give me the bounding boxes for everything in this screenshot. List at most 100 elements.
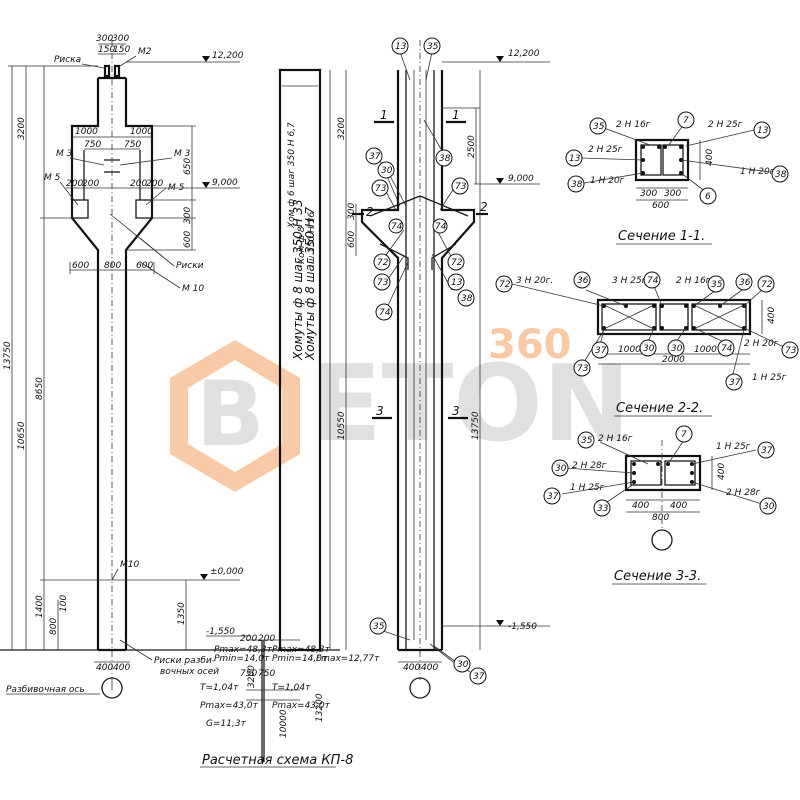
elev-bottom-mid: -1,550	[508, 622, 537, 632]
sec3-label-2n16: 2 Н 16г	[598, 434, 633, 444]
sec2-title: Сечение 2-2.	[616, 401, 703, 416]
bubble: 37	[365, 147, 383, 165]
dim-top-300a: 300	[96, 34, 113, 44]
bubble: 74	[432, 218, 448, 234]
axis-bubble-section-3	[651, 529, 673, 551]
dim-2500: 2500	[467, 135, 477, 158]
bubble: 37	[591, 341, 609, 359]
svg-text:30: 30	[763, 502, 775, 512]
label-m5-left: М 5	[44, 173, 61, 183]
calc-elev: -1,550	[206, 627, 235, 637]
section-3: 2 Н 16г 1 Н 25г 2 Н 28г 1 Н 25г 2 Н 28г …	[543, 425, 777, 585]
svg-text:35: 35	[427, 42, 439, 52]
sec1-label-2n25-right: 2 Н 25г	[708, 120, 743, 130]
sec2-label-2n16: 2 Н 16г.	[676, 276, 713, 286]
svg-text:74: 74	[647, 276, 659, 286]
dim-1000-left: 1000	[75, 127, 98, 137]
elevation-left: 300 300 150 150 Риска М2 12,200 13750 32…	[0, 34, 340, 699]
sec3-dim-400b: 400	[670, 501, 687, 511]
sec1-label-2n16: 2 Н 16г	[616, 120, 651, 130]
bubble: 74	[643, 271, 661, 289]
bubble: 72	[447, 253, 465, 271]
sec3-label-2n28-left: 2 Н 28г	[572, 461, 607, 471]
bubble: 74	[375, 303, 393, 321]
dim-400-mid-right: 400	[421, 663, 438, 673]
bubble: 36	[735, 273, 753, 291]
bubble: 35	[577, 431, 595, 449]
column-outline-right	[124, 78, 154, 650]
sec3-label-2n28-right: 2 Н 28г	[726, 488, 761, 498]
dim-1000-right: 1000	[130, 127, 153, 137]
bubble: 30	[551, 459, 569, 477]
elev-console-mid: 9,000	[508, 174, 534, 184]
bubble: 7	[677, 111, 695, 129]
label-m10-top: М 10	[182, 284, 204, 294]
label-stirrups-top3: ш.150 Н 36	[307, 212, 317, 264]
calc-p1: Pmax=48,3т	[214, 645, 273, 655]
sec1-dim-600: 600	[652, 201, 669, 211]
elevation-mid: Хомуты ф 8 шаг 350 Н 33 Хомуты ф 8 шаг 3…	[278, 68, 347, 652]
svg-text:13: 13	[569, 154, 581, 164]
svg-text:35: 35	[593, 122, 605, 132]
label-riska: Риска	[54, 55, 81, 65]
bubble: 35	[423, 37, 441, 55]
svg-text:35: 35	[373, 622, 385, 632]
bubble: 72	[495, 275, 513, 293]
bubble: 13	[391, 37, 409, 55]
sec2-dim-1000a: 1000	[618, 345, 641, 355]
label-riski: Риски	[176, 261, 204, 271]
calc-g: G=11,3т	[206, 719, 247, 729]
axis-bubble-left	[101, 677, 123, 699]
svg-text:38: 38	[775, 170, 787, 180]
label-stirrups-main2: Хомуты ф 8 шаг 350 Н 7	[303, 206, 317, 361]
label-riski-razb: Риски разби-	[154, 656, 215, 666]
svg-text:30: 30	[555, 464, 567, 474]
sec1-dim-300b: 300	[664, 189, 681, 199]
bubble: 74	[388, 218, 404, 234]
bubble: 38	[435, 149, 453, 167]
calc-dim-750a: 750	[240, 669, 257, 679]
dim-400-bottom-right: 400	[113, 663, 130, 673]
dim-200d: 200	[146, 179, 163, 189]
calc-pmax1: Pmax=43,0т	[200, 701, 259, 711]
svg-text:73: 73	[377, 278, 389, 288]
label-m3-right: М 3	[174, 149, 191, 159]
bubble: 13	[447, 273, 465, 291]
bubble: 73	[451, 177, 469, 195]
svg-text:35: 35	[581, 436, 593, 446]
section-2: 3 Н 20г. 3 Н 25г 2 Н 16г. 2 Н 20г 1 Н 25…	[495, 271, 799, 417]
sec1-label-2n25-left: 2 Н 25г	[588, 145, 623, 155]
svg-text:38: 38	[571, 180, 583, 190]
bubble: 73	[371, 179, 389, 197]
bubble: 7	[675, 425, 693, 443]
svg-text:30: 30	[457, 660, 469, 670]
sec3-label-1n25-left: 1 Н 25г	[570, 483, 605, 493]
label-axis: Разбивочная ось	[6, 685, 85, 695]
dim-650: 650	[183, 158, 193, 175]
elev-top-left: 12,200	[212, 51, 244, 61]
bubble: 74	[717, 339, 735, 357]
svg-text:13: 13	[451, 278, 463, 288]
calc-dim-200b: 200	[258, 634, 275, 644]
calc-t1: T=1,04т	[200, 683, 239, 693]
label-stirrups-main: Хомуты ф 8 шаг 350 Н 33	[291, 199, 305, 361]
dim-200a: 200	[66, 179, 83, 189]
sec1-label-1n20-left: 1 Н 20г	[590, 176, 625, 186]
sec2-dim-2000: 2000	[662, 355, 685, 365]
bubble: 30	[667, 339, 685, 357]
calc-title: Расчетная схема КП-8	[202, 753, 353, 768]
label-m3-left: М 3	[56, 149, 73, 159]
label-stirrups-top: Хом ф 6 шаг 350 Н 6,7	[287, 122, 297, 229]
calc-t2: T=1,04т	[272, 683, 311, 693]
column-outline-left	[70, 78, 100, 650]
label-m10-bottom: М10	[120, 560, 139, 570]
bubble: 30	[377, 161, 395, 179]
calc-pmax2: Pmax=43,0т	[272, 701, 331, 711]
bubble: 72	[373, 253, 391, 271]
svg-text:37: 37	[761, 446, 773, 456]
calc-p3: Pmax=48,3т	[272, 645, 331, 655]
dim-400-mid-left: 400	[403, 663, 420, 673]
dim-3200-left: 3200	[17, 117, 27, 140]
svg-text:72: 72	[377, 258, 389, 268]
